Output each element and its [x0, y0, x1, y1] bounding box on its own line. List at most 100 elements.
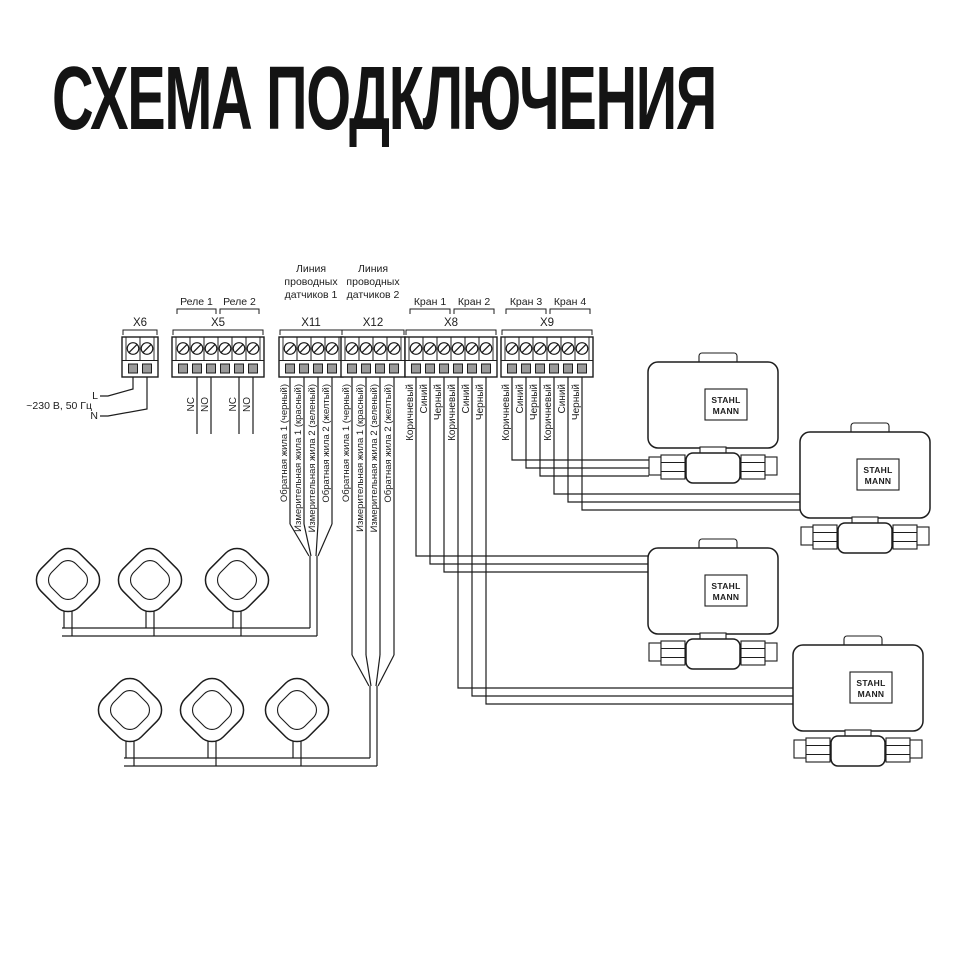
valve-wire: [429, 373, 648, 565]
terminal-cell: [478, 336, 494, 361]
wire-label: Обратная жила 2 (желтый): [383, 384, 394, 503]
caption-line: проводных: [284, 276, 338, 288]
block-bracket: [172, 329, 264, 335]
power-spec-label: ~230 В, 50 Гц: [26, 400, 92, 412]
wire-label: Коричневый: [501, 384, 512, 441]
valve-wire: [471, 373, 793, 697]
wire-label: Измерительная жила 1 (красный): [293, 384, 304, 532]
screw-slot: [425, 344, 435, 353]
wire-entry-hole: [327, 363, 337, 374]
wire-label: Коричневый: [447, 384, 458, 441]
leak-sensor-4: [91, 671, 169, 749]
block-bracket: [122, 329, 158, 335]
leak-sensor-3: [198, 541, 276, 619]
line-n-label: N: [90, 410, 98, 422]
screw-slot: [411, 344, 421, 353]
wire-entry-hole: [467, 363, 477, 374]
screw-slot: [481, 344, 491, 353]
wire-entry-hole: [313, 363, 323, 374]
wire-label: Синий: [515, 384, 526, 414]
power-wire-l: [100, 373, 134, 397]
wire-label: Черный: [571, 384, 582, 420]
terminal-cell: [386, 336, 402, 361]
wire-entry-hole: [206, 363, 216, 374]
terminal-cell: [245, 336, 261, 361]
screw-slot: [507, 344, 517, 353]
valve-wire: [485, 373, 793, 705]
wire-entry-hole: [142, 363, 152, 374]
screw-slot: [535, 344, 545, 353]
leak-sensor-5: [173, 671, 251, 749]
wire: [365, 654, 372, 687]
caption-line: Линия: [358, 263, 388, 275]
wire-entry-hole: [453, 363, 463, 374]
wire-entry-hole: [535, 363, 545, 374]
screw-slot: [521, 344, 531, 353]
group-bracket: [176, 308, 217, 314]
leak-sensor-6: [258, 671, 336, 749]
line-l-label: L: [92, 390, 98, 402]
block-label: X12: [363, 317, 383, 329]
screw-slot: [389, 344, 399, 353]
wire-entry-hole: [192, 363, 202, 374]
wire-entry-hole: [549, 363, 559, 374]
wiring: [62, 373, 800, 767]
wire-label: Коричневый: [405, 384, 416, 441]
motorized-valve-kran-3: [647, 352, 779, 484]
wire-label: Обратная жила 1 (черный): [279, 384, 290, 502]
block-bracket: [279, 329, 343, 335]
wire-entry-hole: [481, 363, 491, 374]
leak-sensor-1: [29, 541, 107, 619]
screw-slot: [361, 344, 371, 353]
group-label: Кран 3: [510, 296, 543, 308]
wire-entry-hole: [521, 363, 531, 374]
wire-entry-hole: [285, 363, 295, 374]
power-labels: ~230 В, 50 Гц L N: [26, 390, 98, 422]
block-label: X6: [133, 317, 147, 329]
block-label: X9: [540, 317, 554, 329]
screw-slot: [220, 344, 230, 353]
wire-entry-hole: [425, 363, 435, 374]
valve-wire: [457, 373, 793, 689]
wire-label: NO: [200, 397, 211, 412]
screw-slot: [142, 344, 152, 353]
caption-line: датчиков 2: [347, 289, 400, 301]
wire-entry-hole: [234, 363, 244, 374]
valve-wire: [443, 373, 648, 573]
wire-label: Синий: [557, 384, 568, 414]
group-bracket: [505, 308, 547, 314]
terminal-cell: [139, 336, 155, 361]
wire-entry-hole: [563, 363, 573, 374]
wire-entry-hole: [248, 363, 258, 374]
wire-label: Измерительная жила 2 (зеленый): [369, 384, 380, 532]
wire-label: Измерительная жила 1 (красный): [355, 384, 366, 532]
motorized-valve-kran-4: [799, 422, 931, 554]
wire-entry-hole: [347, 363, 357, 374]
wire-label: Черный: [433, 384, 444, 420]
screw-slot: [234, 344, 244, 353]
wire-label: Синий: [419, 384, 430, 414]
wire-entry-hole: [361, 363, 371, 374]
wire: [377, 654, 395, 687]
group-label: Реле 1: [180, 296, 213, 308]
group-bracket: [453, 308, 495, 314]
block-bracket: [405, 329, 497, 335]
wire-entry-hole: [507, 363, 517, 374]
caption-line: Линия: [296, 263, 326, 275]
screw-slot: [577, 344, 587, 353]
screw-slot: [128, 344, 138, 353]
screw-slot: [453, 344, 463, 353]
wire-label: Черный: [475, 384, 486, 420]
block-label: X8: [444, 317, 458, 329]
block-bracket: [501, 329, 593, 335]
wire-entry-hole: [128, 363, 138, 374]
valve-wire: [539, 373, 649, 477]
group-label: Реле 2: [223, 296, 256, 308]
wire-entry-hole: [439, 363, 449, 374]
wire: [317, 523, 333, 557]
group-bracket: [549, 308, 591, 314]
power-wire-n: [100, 373, 148, 417]
wire-label: Обратная жила 2 (желтый): [321, 384, 332, 503]
